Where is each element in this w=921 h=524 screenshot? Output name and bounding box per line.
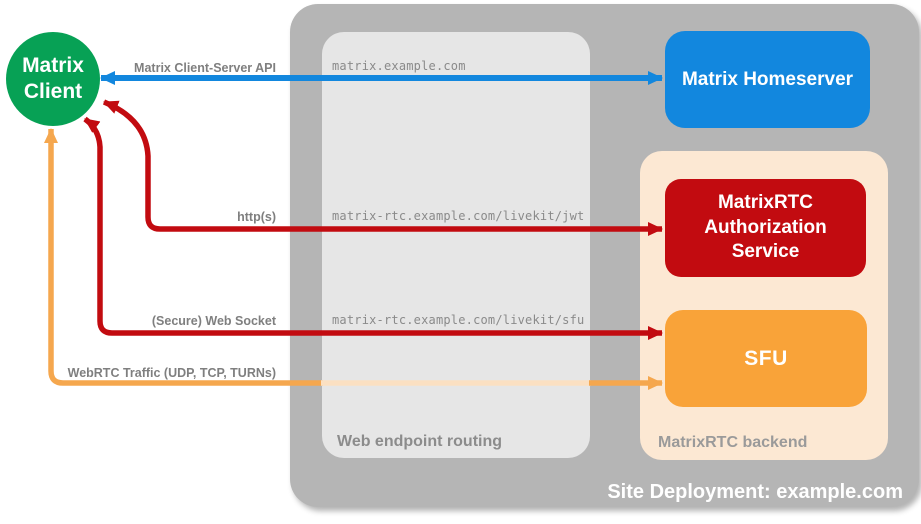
matrix-client-label: Matrix Client (22, 54, 84, 103)
matrixrtc-auth-service-label: MatrixRTC Authorization Service (704, 191, 827, 263)
matrix-client-node: Matrix Client (6, 32, 100, 126)
web-endpoint-routing-container: Web endpoint routing (322, 32, 590, 458)
matrixrtc-auth-service-node: MatrixRTC Authorization Service (665, 179, 866, 277)
route-matrix-example-com: matrix.example.com (332, 59, 466, 73)
web-endpoint-routing-label: Web endpoint routing (337, 433, 503, 450)
route-livekit-jwt: matrix-rtc.example.com/livekit/jwt (332, 209, 585, 223)
matrix-homeserver-label: Matrix Homeserver (681, 68, 854, 90)
sfu-label: SFU (744, 346, 788, 370)
connection-label-webrtc-traffic: WebRTC Traffic (UDP, TCP, TURNs) (67, 366, 276, 380)
connection-label-websocket: (Secure) Web Socket (151, 314, 276, 328)
connection-label-client-server-api: Matrix Client-Server API (134, 61, 276, 75)
client-sfu-webrtc-arrow (44, 128, 323, 386)
sfu-node: SFU (665, 310, 867, 407)
route-livekit-sfu: matrix-rtc.example.com/livekit/sfu (332, 313, 585, 327)
site-deployment-label: Site Deployment: example.com (607, 481, 903, 503)
connection-label-https: http(s) (237, 210, 276, 224)
matrixrtc-backend-label: MatrixRTC backend (658, 434, 808, 451)
matrix-homeserver-node: Matrix Homeserver (665, 31, 870, 128)
